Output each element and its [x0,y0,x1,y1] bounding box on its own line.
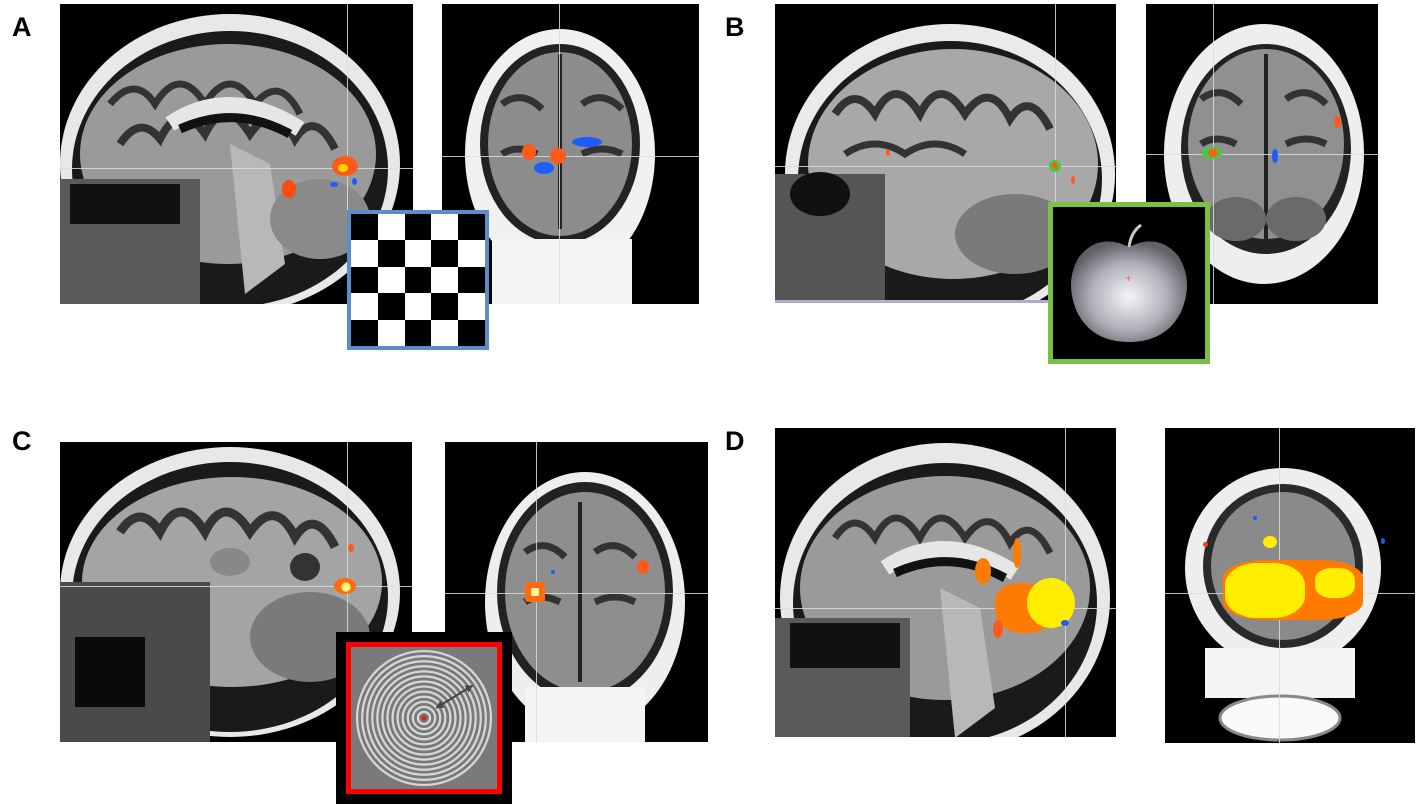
activation-blob [341,582,351,592]
activation-blob [993,620,1003,638]
activation-blob [348,544,354,552]
sagittal-brain-image [775,443,1110,737]
panel-a-coronal-scan [442,4,699,304]
crosshair-horizontal [60,586,412,587]
activation-blob [1263,536,1277,548]
panel-c-sagittal-scan [60,442,412,742]
checkerboard-pattern [351,214,485,346]
activation-blob [550,148,566,164]
apple-stimulus: + [1048,202,1210,364]
activation-blob [886,149,890,156]
activation-blob [551,570,555,574]
activation-blob [1052,162,1058,169]
crosshair-horizontal [775,166,1116,167]
sagittal-brain-image [60,14,400,304]
activation-blob [330,182,338,187]
activation-blob [282,180,296,198]
activation-blob [352,178,357,185]
concentric-rings-image [355,649,493,787]
sagittal-brain-image [775,24,1115,300]
activation-blob [338,164,348,172]
fixation-dot-icon [421,715,427,721]
activation-blob [1203,542,1208,547]
panel-d-sagittal-scan [775,428,1116,737]
panel-label-c: C [12,426,32,456]
activation-blob [1225,563,1305,618]
concentric-rings-stimulus [336,632,512,804]
panel-a-sagittal-scan [60,4,413,304]
activation-blob [1071,176,1075,184]
activation-blob [637,560,649,574]
activation-blob [1381,538,1385,544]
panel-b-sagittal-scan [775,4,1116,303]
crosshair-vertical [347,4,348,304]
crosshair-horizontal [445,593,708,594]
panel-label-d: D [725,426,745,456]
panel-label-b: B [725,12,745,42]
crosshair-horizontal [60,168,413,169]
activation-blob [522,144,536,160]
activation-blob [975,558,991,584]
activation-blob [1208,149,1218,157]
stimulus-red-frame [346,642,502,794]
activation-blob [1013,538,1021,568]
crosshair-horizontal [775,608,1116,609]
activation-blob [1253,516,1257,520]
double-arrow-icon [435,684,474,709]
activation-blob [572,137,602,147]
panel-label-a: A [12,12,32,42]
crosshair-vertical [1055,4,1056,300]
sagittal-brain-image [60,447,400,742]
panel-b-coronal-scan [1146,4,1378,304]
coronal-brain-image [485,472,685,742]
crosshair-horizontal [442,156,699,157]
activation-blob [534,162,554,174]
apple-image: + [1070,223,1188,342]
crosshair-horizontal [1146,154,1378,155]
activation-blob [1334,116,1341,128]
activation-blob [1061,620,1069,626]
activation-blob [1027,578,1075,628]
activation-blob [1315,568,1355,598]
fixation-cross-icon: + [1125,271,1132,285]
checkerboard-stimulus [347,210,489,350]
panel-d-coronal-scan [1165,428,1415,743]
activation-blob [531,588,539,596]
activation-blob [1272,149,1278,163]
